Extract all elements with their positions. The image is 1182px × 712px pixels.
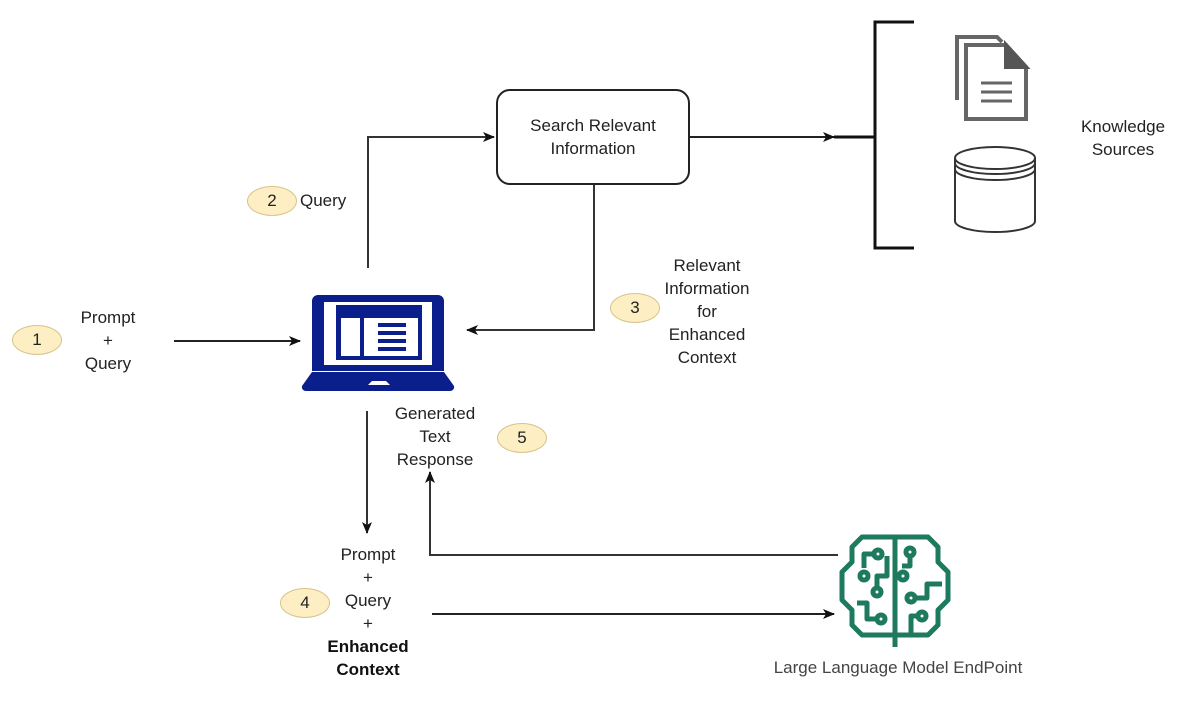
step-badge-4: 4 — [280, 588, 330, 618]
label-line: Query — [344, 591, 392, 610]
step-3-label: Relevant Information for Enhanced Contex… — [652, 254, 762, 369]
label-line: Enhanced — [668, 325, 746, 344]
label-line: Text — [419, 427, 451, 446]
label-line: Information — [664, 279, 750, 298]
search-relevant-information-box: Search Relevant Information — [496, 89, 690, 185]
label-line: + — [363, 568, 373, 587]
label-line: Query — [84, 354, 132, 373]
step-badge-1: 1 — [12, 325, 62, 355]
label-line-bold: Context — [336, 660, 400, 679]
label-line: Relevant — [673, 256, 741, 275]
label-line: + — [363, 614, 373, 633]
label-line: Generated — [394, 404, 476, 423]
knowledge-bracket — [873, 20, 914, 250]
label-line: Prompt — [80, 308, 136, 327]
llm-endpoint-label: Large Language Model EndPoint — [773, 658, 1023, 677]
step-4-label: Prompt + Query + Enhanced Context — [313, 543, 423, 681]
label-line-bold: Enhanced — [327, 637, 409, 656]
step-badge-5: 5 — [497, 423, 547, 453]
label-line: for — [697, 302, 717, 321]
label-line: Search Relevant — [530, 116, 656, 135]
arrow-llm-to-response — [425, 471, 838, 556]
database-icon — [954, 146, 1036, 233]
label-line: + — [103, 331, 113, 350]
arrow-relevant-info-to-client — [466, 185, 595, 335]
label-line: Context — [677, 348, 737, 367]
step-5-label: Generated Text Response — [380, 402, 490, 471]
step-1-label: Prompt + Query — [68, 306, 148, 375]
step-badge-3: 3 — [610, 293, 660, 323]
knowledge-sources-label: Knowledge Sources — [1068, 115, 1178, 161]
brain-circuit-icon — [839, 534, 951, 647]
label-line: Knowledge — [1080, 117, 1166, 136]
step-2-label: Query — [300, 191, 347, 210]
documents-icon — [955, 35, 1031, 121]
arrow-query-to-search — [367, 132, 495, 268]
label-line: Prompt — [340, 545, 396, 564]
label-line: Response — [396, 450, 474, 469]
label-line: Information — [550, 139, 636, 158]
step-badge-2: 2 — [247, 186, 297, 216]
laptop-icon — [301, 295, 455, 392]
label-line: Sources — [1091, 140, 1155, 159]
